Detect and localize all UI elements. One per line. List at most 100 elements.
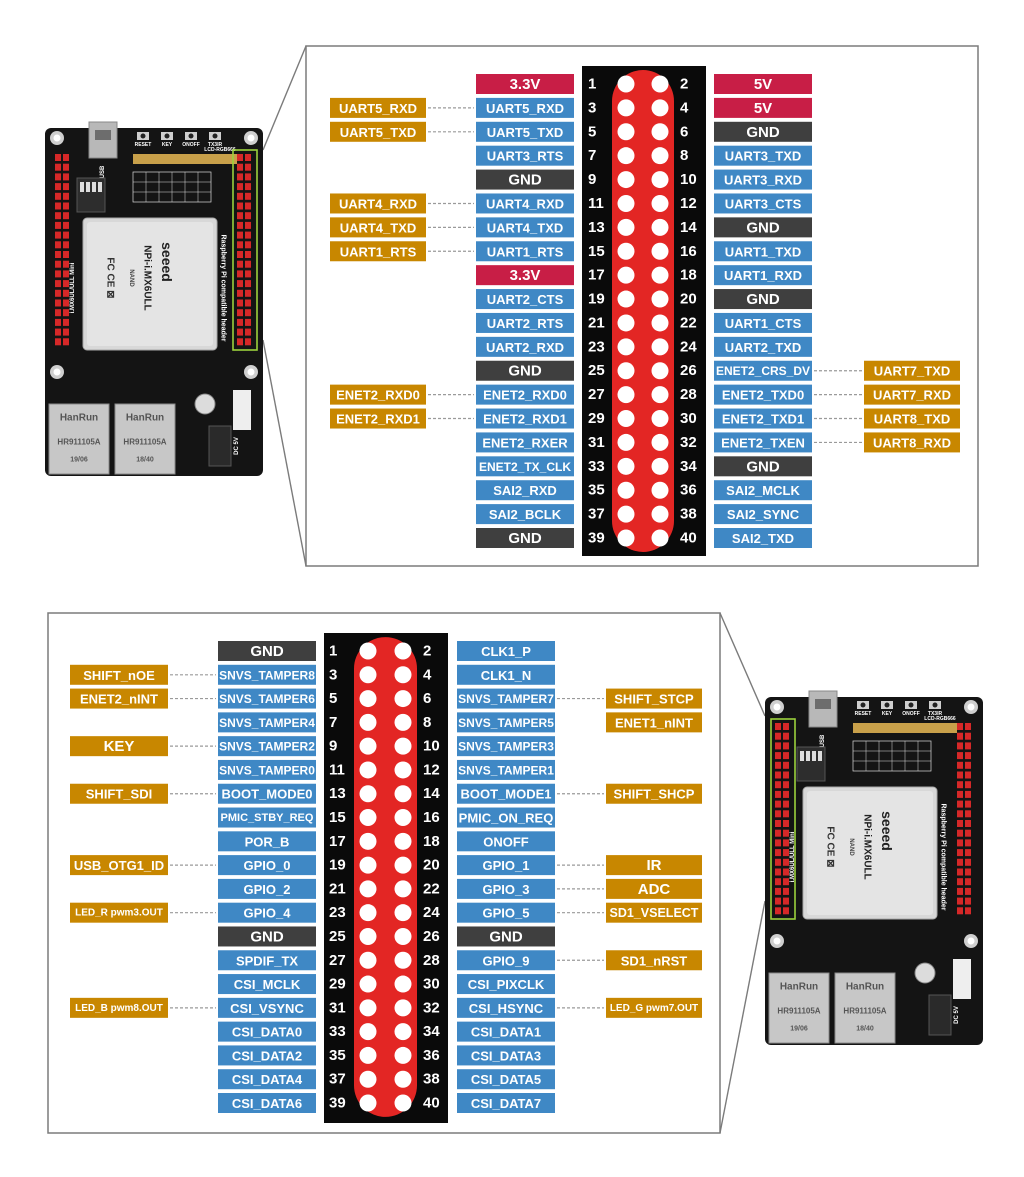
bottom-callout-line-upper [720, 613, 765, 716]
pin-dot-even [395, 928, 412, 945]
header-pin [63, 261, 69, 268]
right-alt-function-label: SD1_VSELECT [610, 906, 699, 920]
push-button-cap [885, 703, 890, 708]
pin-number-odd: 37 [588, 506, 605, 523]
header-pin [237, 300, 243, 307]
pin-number-even: 38 [680, 506, 697, 523]
left-alt-function-label: UART5_RXD [339, 101, 417, 116]
rj45-brand: HanRun [60, 413, 98, 424]
pin-dot-odd [618, 171, 635, 188]
right-function-label: CSI_DATA1 [471, 1025, 541, 1040]
rj45-model: HR911105A [843, 1007, 886, 1016]
header-pin [63, 241, 69, 248]
bottom-callout-line-lower [720, 901, 765, 1133]
pin-number-even: 34 [680, 458, 697, 475]
pin-number-odd: 33 [329, 1023, 346, 1040]
header-pin [55, 290, 61, 297]
header-pin [775, 830, 781, 837]
header-pin [775, 742, 781, 749]
header-pin [55, 280, 61, 287]
header-pin [55, 329, 61, 336]
pin-number-odd: 25 [588, 362, 605, 379]
pin-dot-even [395, 952, 412, 969]
pin-dot-even [395, 833, 412, 850]
header-pin [245, 270, 251, 277]
pin-dot-even [395, 976, 412, 993]
pin-dot-odd [618, 338, 635, 355]
pin-number-even: 20 [680, 291, 697, 308]
header-pin [957, 781, 963, 788]
left-function-label: GPIO_0 [244, 858, 291, 873]
left-alt-function-label: ENET2_nINT [80, 692, 158, 707]
header-pin [245, 232, 251, 239]
header-pin [63, 309, 69, 316]
header-pin [957, 869, 963, 876]
header-pin [775, 772, 781, 779]
left-function-label: UART2_CTS [487, 292, 564, 307]
left-alt-function-label: UART5_TXD [340, 125, 417, 140]
pin-number-odd: 9 [329, 738, 337, 755]
left-function-label: UART2_RTS [487, 316, 564, 331]
left-function-label: BOOT_MODE0 [221, 787, 312, 802]
header-pin [965, 859, 971, 866]
header-pin [237, 222, 243, 229]
dc-silk: DC 5V [234, 437, 240, 455]
header-pin [783, 781, 789, 788]
header-pin [775, 878, 781, 885]
chip-model: NPi-i.MX6ULL [142, 245, 153, 311]
pin-dot-odd [618, 195, 635, 212]
bottom-pinout-panel-pin-row: 2728SPDIF_TXGPIO_9SD1_nRST [218, 950, 702, 970]
header-pin [783, 723, 789, 730]
left-function-label: ENET2_RXER [482, 435, 568, 450]
bottom-pinout-panel-pin-strip [354, 637, 417, 1117]
button-silk: RESET [855, 711, 872, 717]
pin-dot-even [652, 386, 669, 403]
header-pin [783, 869, 789, 876]
header-pin [237, 309, 243, 316]
pin-dot-odd [360, 785, 377, 802]
header-pin [237, 212, 243, 219]
right-alt-function-label: UART8_RXD [873, 435, 951, 450]
left-function-label: UART4_TXD [487, 220, 564, 235]
header-pin [245, 193, 251, 200]
mounting-hole-center [54, 135, 61, 142]
header-pin [55, 261, 61, 268]
usb-silk: USB [820, 734, 826, 747]
right-function-label: SNVS_TAMPER7 [458, 692, 554, 706]
left-function-label: CSI_DATA2 [232, 1048, 302, 1063]
pin-dot-odd [618, 314, 635, 331]
header-pin [55, 232, 61, 239]
pin-number-even: 26 [423, 928, 440, 945]
pin-number-even: 20 [423, 857, 440, 874]
pin-dot-even [652, 458, 669, 475]
header-pin [245, 203, 251, 210]
header-pin [957, 810, 963, 817]
right-function-label: GPIO_1 [483, 858, 530, 873]
left-alt-function-label: USB_OTG1_ID [74, 858, 164, 873]
pin-dot-odd [618, 434, 635, 451]
right-alt-function-label: UART8_TXD [874, 412, 951, 427]
left-alt-function-label: SHIFT_SDI [86, 787, 152, 802]
pin-number-odd: 13 [329, 785, 346, 802]
right-function-label: SNVS_TAMPER1 [458, 763, 554, 777]
header-pin [55, 270, 61, 277]
right-function-label: ENET2_TXD1 [722, 412, 804, 427]
header-pin [775, 810, 781, 817]
pin-dot-odd [360, 976, 377, 993]
right-function-label: 5V [754, 100, 772, 117]
right-function-label: CSI_HSYNC [469, 1001, 544, 1016]
header-pin [783, 898, 789, 905]
pin-number-even: 40 [680, 530, 697, 547]
chip-cert-marks: FC CE ⊠ [825, 826, 836, 867]
left-alt-function-label: UART4_TXD [340, 220, 417, 235]
header-pin [775, 859, 781, 866]
header-pin [63, 329, 69, 336]
header-pin [237, 203, 243, 210]
button-silk: ONOFF [902, 711, 920, 717]
header-pin [783, 830, 789, 837]
right-function-label: SNVS_TAMPER5 [458, 716, 554, 730]
button-silk: ONOFF [182, 142, 200, 148]
right-function-label: BOOT_MODE1 [460, 787, 551, 802]
rj45-model: HR911105A [777, 1007, 820, 1016]
